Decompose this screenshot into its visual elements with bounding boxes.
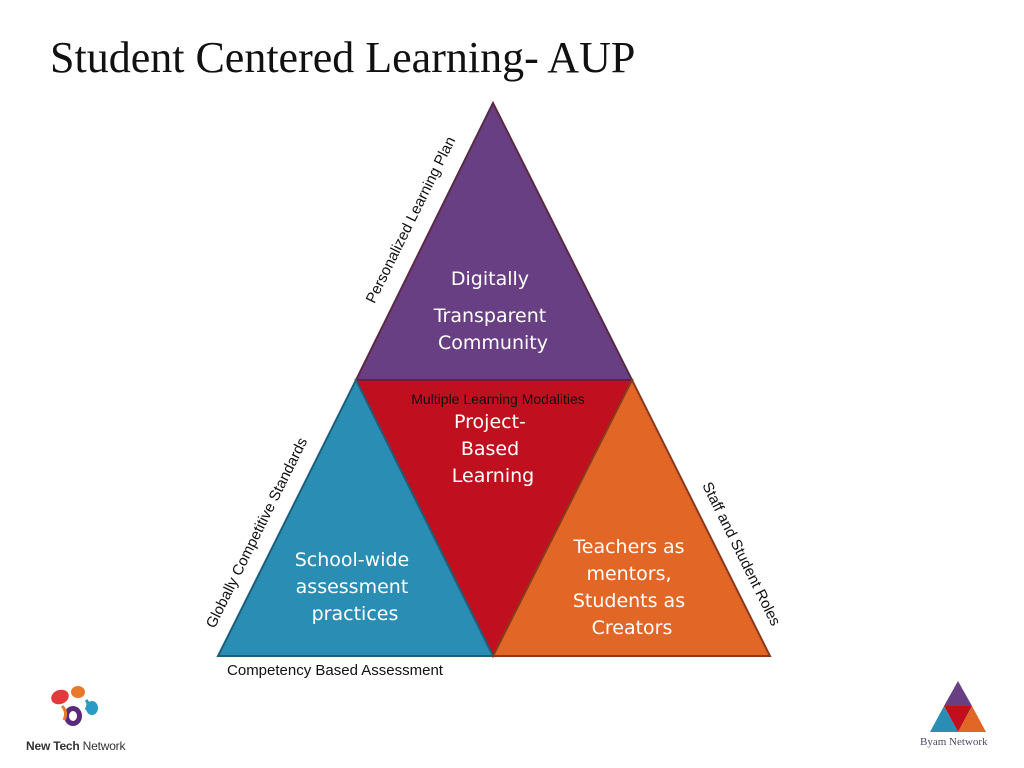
- page-title: Student Centered Learning- AUP: [50, 33, 636, 82]
- triangle-left[interactable]: [216, 377, 495, 657]
- triangle-left-text: School-wide assessment practices: [295, 549, 416, 625]
- edge-label-modalities: Multiple Learning Modalities: [411, 391, 585, 407]
- triangle-right-text: Teachers as mentors, Students as Creator…: [572, 536, 691, 639]
- triangle-top-text: Digitally Transparent Community: [433, 268, 553, 354]
- new-tech-network-name: New Tech Network: [26, 739, 126, 753]
- new-tech-network-logo-icon: [51, 686, 98, 726]
- triangle-right[interactable]: [491, 377, 772, 657]
- triangle-center-text: Project- Based Learning: [452, 411, 535, 487]
- byam-network-logo-icon: [930, 681, 986, 732]
- byam-network-name: Byam Network: [920, 736, 988, 748]
- edge-label-competency: Competency Based Assessment: [227, 662, 444, 679]
